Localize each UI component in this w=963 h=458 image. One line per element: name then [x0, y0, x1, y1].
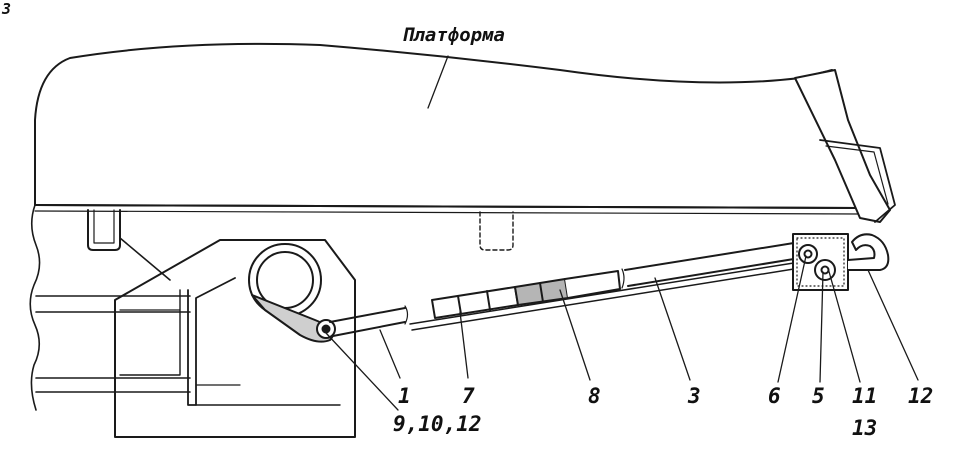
callout-5: 5	[812, 384, 825, 408]
callout-1: 1	[398, 384, 411, 408]
mounting-plate	[114, 239, 356, 438]
callout-3: 3	[688, 384, 701, 408]
callout-12: 12	[908, 384, 934, 408]
dashed-post	[479, 211, 514, 251]
hook-12	[847, 233, 890, 271]
leader-3	[654, 277, 691, 381]
leader-12	[867, 269, 919, 381]
left-break-line	[29, 204, 41, 411]
leader-6	[777, 255, 807, 383]
left-bracket	[87, 209, 121, 251]
leader-1	[379, 329, 401, 379]
guide-rail	[409, 261, 801, 331]
callout-7: 7	[462, 384, 475, 408]
leader-7	[459, 311, 469, 379]
platform-body	[34, 42, 861, 209]
platform-bottom-edge	[34, 204, 861, 209]
callout-8: 8	[588, 384, 601, 408]
leader-title	[427, 55, 449, 109]
platform-title: Платформа	[402, 24, 505, 46]
leader-8	[559, 289, 591, 381]
callout-9-10-12: 9,10,12	[393, 412, 482, 436]
rod-1	[329, 307, 406, 337]
frame-longitudinal-member	[35, 295, 191, 393]
leader-9	[325, 332, 399, 411]
callout-11: 11	[852, 384, 878, 408]
corner-mark: 3	[2, 0, 12, 18]
callout-13: 13	[852, 416, 878, 440]
callout-6: 6	[768, 384, 781, 408]
leader-11	[827, 267, 861, 383]
pin-5	[814, 259, 836, 281]
pin-6	[798, 244, 818, 264]
rod-3	[624, 241, 801, 287]
leader-5	[819, 271, 824, 383]
